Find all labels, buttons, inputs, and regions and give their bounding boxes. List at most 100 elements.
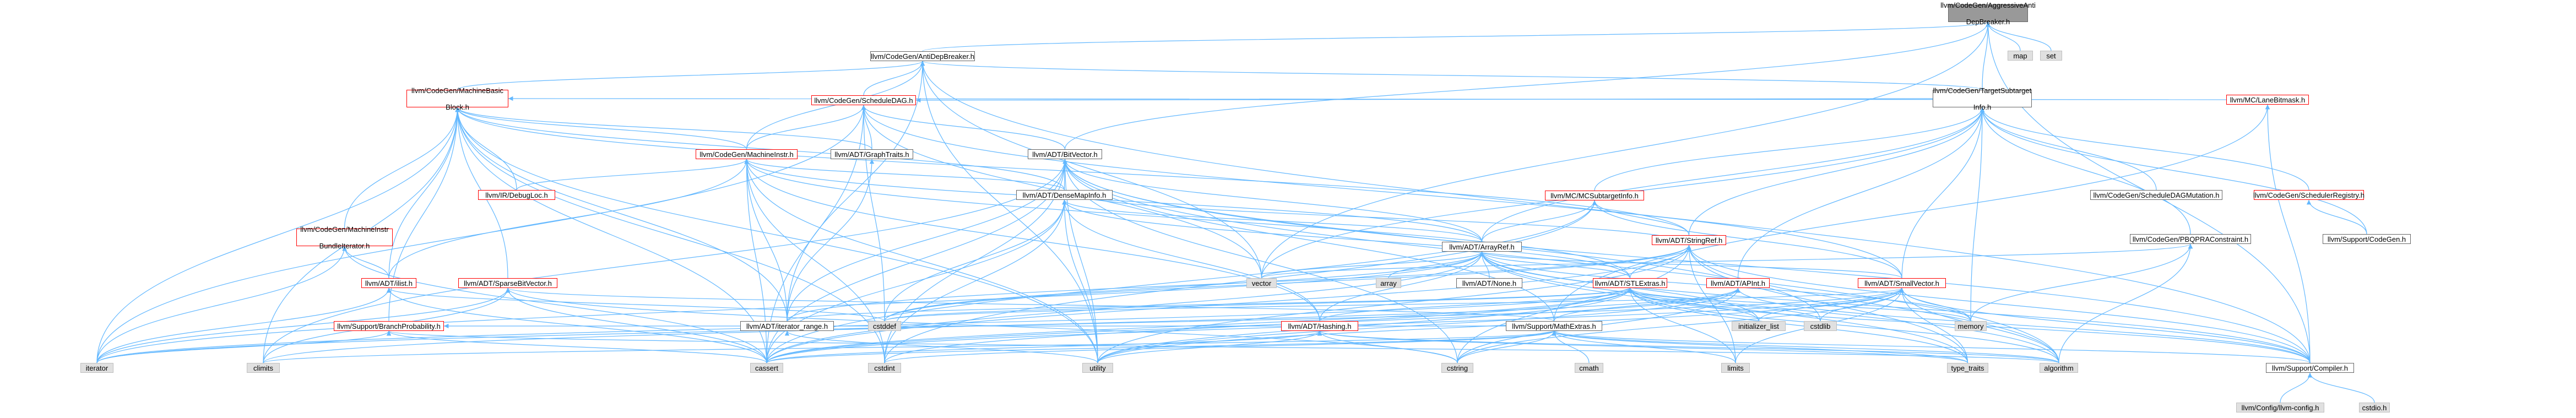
edge-tsi-memory: [1970, 107, 1985, 322]
edge-mathextras-algorithm: [1552, 330, 2059, 363]
edge-bitvector-arrayref: [1062, 159, 1483, 242]
edge-mbb-stringref: [455, 107, 1690, 236]
edge-compiler-cstdioh: [2307, 372, 2375, 403]
edge-minstr-utility: [744, 159, 1098, 363]
edge-minstr-arrayref: [744, 159, 1483, 242]
graph-node-compiler[interactable]: llvm/Support/Compiler.h: [2266, 363, 2354, 373]
graph-node-label: memory: [1957, 322, 1984, 330]
graph-node-smallvector[interactable]: llvm/ADT/SmallVector.h: [1858, 278, 1946, 288]
edge-root-bitvector: [1064, 21, 1991, 150]
graph-node-limits: limits: [1721, 363, 1750, 373]
graph-node-label: map: [2013, 51, 2027, 60]
edge-root-tsi: [1982, 21, 1991, 90]
graph-node-label: llvm/CodeGen/MachineInstr: [300, 225, 389, 234]
graph-node-lanebm[interactable]: llvm/MC/LaneBitmask.h: [2226, 95, 2309, 105]
graph-node-array: array: [1376, 278, 1401, 288]
graph-node-mathextras[interactable]: llvm/Support/MathExtras.h: [1506, 321, 1602, 331]
graph-node-sparsebv[interactable]: llvm/ADT/SparseBitVector.h: [458, 278, 557, 288]
edge-branchprob-cassert: [386, 330, 767, 363]
edge-tsi-stringref: [1688, 107, 1985, 236]
graph-node-antidep[interactable]: llvm/CodeGen/AntiDepBreaker.h: [870, 51, 975, 61]
edge-root-antidep: [922, 21, 1991, 52]
graph-node-graphtraits[interactable]: llvm/ADT/GraphTraits.h: [831, 149, 913, 159]
graph-node-cstring: cstring: [1441, 363, 1473, 373]
edge-stlextras-cstddef: [884, 287, 1633, 322]
graph-node-iterrange[interactable]: llvm/ADT/iterator_range.h: [740, 321, 834, 331]
edge-mbb-debugloc: [455, 107, 517, 191]
graph-node-label: cmath: [1579, 363, 1599, 372]
graph-node-none[interactable]: llvm/ADT/None.h: [1456, 278, 1522, 288]
graph-node-branchprob[interactable]: llvm/Support/BranchProbability.h: [334, 321, 444, 331]
graph-node-debugloc[interactable]: llvm/IR/DebugLoc.h: [478, 190, 555, 200]
edge-mathextras-typetraits: [1552, 330, 1968, 363]
edge-arrayref-vector: [1261, 251, 1484, 279]
edge-compiler-config: [2280, 372, 2313, 403]
graph-node-bitvector[interactable]: llvm/ADT/BitVector.h: [1028, 149, 1102, 159]
graph-node-apint[interactable]: llvm/ADT/APInt.h: [1706, 278, 1770, 288]
edge-mbb-ilist: [388, 107, 460, 279]
graph-node-schedmut[interactable]: llvm/CodeGen/ScheduleDAGMutation.h: [2090, 190, 2222, 200]
graph-node-label: Block.h: [446, 102, 469, 111]
graph-node-label: llvm/ADT/APInt.h: [1711, 279, 1765, 287]
graph-node-label: cstdio.h: [2362, 403, 2387, 412]
graph-node-label: initializer_list: [1738, 322, 1779, 330]
graph-node-cstddef: cstddef: [868, 321, 901, 331]
graph-node-label: llvm/CodeGen/ScheduleDAGMutation.h: [2093, 191, 2220, 199]
edge-ilist-iterator: [96, 287, 392, 363]
edge-antidep-compiler: [920, 61, 2311, 363]
graph-node-schedreg[interactable]: llvm/CodeGen/SchedulerRegistry.h: [2253, 190, 2365, 200]
edge-mbb-iterator: [96, 107, 460, 363]
graph-node-mcsub[interactable]: llvm/MC/MCSubtargetInfo.h: [1545, 191, 1644, 200]
edge-antidep-scheddag: [863, 61, 925, 96]
graph-node-arrayref[interactable]: llvm/ADT/ArrayRef.h: [1442, 242, 1522, 252]
graph-node-label: llvm/ADT/SparseBitVector.h: [464, 279, 552, 287]
graph-node-label: DepBreaker.h: [1966, 17, 2010, 26]
graph-node-stlextras[interactable]: llvm/ADT/STLExtras.h: [1593, 278, 1667, 288]
edge-mbb-cassert: [455, 107, 767, 363]
edge-minstr-ilist: [388, 159, 749, 279]
edge-smallvector-compiler: [1899, 287, 2311, 363]
graph-node-label: BundleIterator.h: [319, 241, 370, 250]
edge-scheddag-cstddef: [861, 105, 885, 322]
edge-antidep-minstr: [746, 61, 925, 150]
edge-minstr-iterrange: [744, 159, 788, 322]
graph-node-scheddag[interactable]: llvm/CodeGen/ScheduleDAG.h: [811, 95, 916, 105]
graph-node-stringref[interactable]: llvm/ADT/StringRef.h: [1652, 235, 1726, 245]
edge-apint-mathextras: [1553, 287, 1740, 322]
graph-node-ilist[interactable]: llvm/ADT/ilist.h: [361, 278, 416, 288]
graph-node-label: llvm/ADT/GraphTraits.h: [834, 150, 909, 159]
graph-node-label: llvm/ADT/iterator_range.h: [746, 322, 828, 330]
edge-tsi-mcsub: [1594, 107, 1985, 191]
graph-node-hashing[interactable]: llvm/ADT/Hashing.h: [1281, 321, 1358, 331]
edge-apint-compiler: [1736, 287, 2311, 363]
edge-mbb-branchprob: [388, 107, 460, 322]
edge-minstr-debugloc: [516, 159, 749, 191]
graph-node-label: array: [1380, 279, 1397, 287]
edge-mathextras-cstdint: [884, 330, 1557, 363]
graph-node-cmath: cmath: [1575, 363, 1603, 373]
graph-node-codegen[interactable]: llvm/Support/CodeGen.h: [2323, 234, 2411, 244]
graph-node-label: llvm/Support/MathExtras.h: [1512, 322, 1596, 330]
graph-node-label: llvm/CodeGen/ScheduleDAG.h: [814, 96, 913, 105]
edge-stringref-iterrange: [787, 245, 1691, 322]
edge-bundleiter-cassert: [342, 246, 767, 363]
graph-node-pbqp[interactable]: llvm/CodeGen/PBQPRAConstraint.h: [2130, 234, 2251, 244]
edge-smallvector-utility: [1097, 287, 1905, 363]
graph-node-label: Info.h: [1973, 102, 1992, 111]
graph-node-minstr[interactable]: llvm/CodeGen/MachineInstr.h: [696, 149, 798, 159]
graph-node-densemapinfo[interactable]: llvm/ADT/DenseMapInfo.h: [1016, 190, 1113, 200]
edge-stlextras-hashing: [1319, 287, 1633, 322]
edge-lanebm-mathextras: [1553, 104, 2270, 322]
edge-pbqp-memory: [1970, 243, 2193, 322]
graph-node-label: llvm/CodeGen/AntiDepBreaker.h: [871, 52, 974, 61]
graph-node-config: llvm/Config/llvm-config.h: [2236, 403, 2324, 412]
edge-tsi-smallvector: [1901, 107, 1985, 279]
edge-densemapinfo-cassert: [766, 199, 1067, 363]
edge-mathextras-cstring: [1457, 330, 1557, 363]
edge-mcsub-cassert: [766, 200, 1597, 363]
edge-densemapinfo-utility: [1062, 199, 1098, 363]
